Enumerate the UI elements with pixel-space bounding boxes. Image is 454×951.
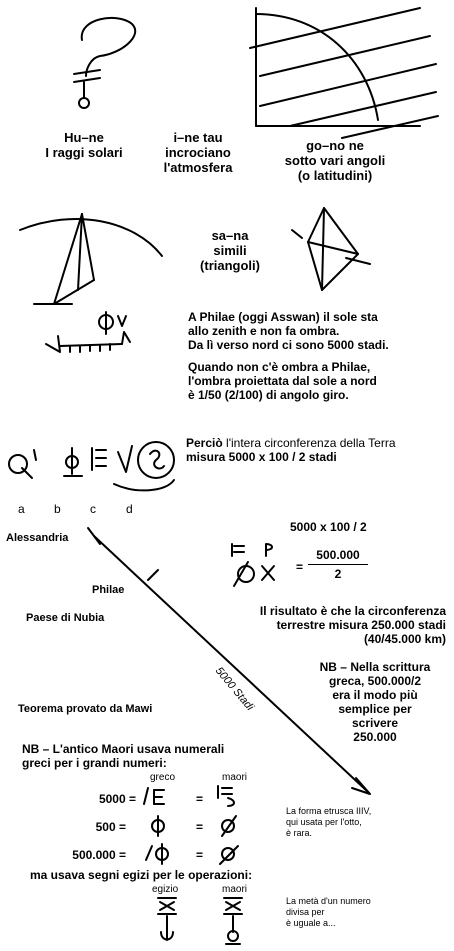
col-header-maori: maori (222, 772, 248, 783)
caption-inetau-sub2: l'atmosfera (163, 160, 233, 175)
nb-maori-line1: NB – L'antico Maori usava numerali (22, 742, 225, 756)
perimeter-line1: l'intera circonferenza della Terra (222, 436, 396, 450)
eq-sign-row3: = (196, 848, 204, 862)
similar-triangles-diagram (291, 207, 371, 291)
caption-hune-sub: I raggi solari (45, 145, 123, 160)
label-mawi-theorem: Teorema provato da Mawi (18, 703, 153, 715)
caption-gono-sub2: (o latitudini) (297, 168, 373, 183)
philae-text-line6: è 1/50 (2/100) di angolo giro. (188, 388, 349, 402)
col-header-egizio: egizio (152, 884, 179, 895)
formula-denominator: 2 (334, 567, 342, 581)
caption-hune-title: Hu–ne (64, 130, 104, 145)
col-header-maori-2: maori (222, 884, 248, 895)
meridian-line (87, 527, 371, 795)
latitude-quarter-circle (249, 7, 439, 139)
glyph-label-c: c (90, 502, 96, 516)
perimeter-bold-word: Perciò (186, 436, 223, 450)
nb-greek-line1: NB – Nella scrittura (319, 660, 431, 674)
formula-equals: = (296, 560, 304, 574)
glyph-label-a: a (18, 502, 25, 516)
greek-numeral-formula-glyph (231, 543, 275, 587)
philae-text-line2: allo zenith e non fa ombra. (188, 324, 340, 338)
caption-inetau-title: i–ne tau (173, 130, 223, 145)
nb-maori-line2: greci per i grandi numeri: (22, 756, 167, 770)
caption-gono-sub1: sotto vari angoli (284, 153, 386, 168)
result-line2: terrestre misura 250.000 stadi (276, 618, 446, 632)
note-meta-line2: divisa per (286, 907, 325, 917)
label-philae: Philae (92, 584, 125, 596)
result-line1: Il risultato è che la circonferenza (259, 604, 446, 618)
row-label-500: 500 = (95, 820, 126, 834)
philae-text-line3: Da lì verso nord ci sono 5000 stadi. (188, 338, 389, 352)
col-header-greco: greco (150, 772, 176, 783)
note-etrusca-line2: qui usata per l'otto, (286, 817, 362, 827)
nb-greek-line3: era il modo più (332, 688, 418, 702)
label-nubia: Paese di Nubia (26, 612, 105, 624)
caption-gono-title: go–no ne (306, 138, 364, 153)
egyptian-signs-line: ma usava segni egizi per le operazioni: (30, 868, 253, 882)
glyph-label-b: b (54, 502, 61, 516)
glyph-sequence (8, 441, 175, 492)
eq-sign-row1: = (196, 792, 204, 806)
label-alessandria: Alessandria (6, 532, 69, 544)
caption-inetau-sub1: incrociano (165, 145, 231, 160)
caption-sana-sub2: (triangoli) (200, 258, 260, 273)
philae-text-line5: l'ombra proiettata dal sole a nord (188, 374, 377, 388)
philae-text-line4: Quando non c'è ombra a Philae, (188, 360, 371, 374)
note-etrusca-line1: La forma etrusca IIIV, (286, 806, 372, 816)
philae-shadow-sketch (45, 311, 131, 353)
row-label-500000: 500.000 = (72, 848, 126, 862)
perimeter-line2: misura 5000 x 100 / 2 stadi (186, 450, 337, 464)
caption-sana-sub1: simili (213, 243, 247, 258)
shadow-triangles-sketch (19, 213, 163, 305)
note-etrusca-line3: è rara. (286, 828, 313, 838)
caption-sana-title: sa–na (211, 228, 249, 243)
formula-expression: 5000 x 100 / 2 (290, 520, 367, 534)
note-meta-line1: La metà d'un numero (286, 896, 371, 906)
nb-greek-line5: scrivere (351, 716, 399, 730)
numeral-comparison-glyphs (143, 785, 239, 865)
eq-sign-row2: = (196, 820, 204, 834)
perimeter-text: Perciò l'intera circonferenza della Terr… (186, 436, 446, 464)
glyph-label-d: d (126, 502, 133, 516)
result-line3: (40/45.000 km) (363, 632, 446, 646)
nb-greek-line6: 250.000 (353, 730, 397, 744)
nb-greek-line2: greca, 500.000/2 (328, 674, 422, 688)
philae-text-line1: A Philae (oggi Asswan) il sole sta (188, 310, 378, 324)
nb-greek-line4: semplice per (338, 702, 412, 716)
formula-numerator: 500.000 (316, 548, 360, 562)
sun-rays-glyph (73, 17, 137, 109)
row-label-5000: 5000 = (98, 792, 136, 806)
note-meta-line3: è uguale a... (286, 918, 336, 928)
egyptian-operation-glyphs (157, 897, 243, 945)
